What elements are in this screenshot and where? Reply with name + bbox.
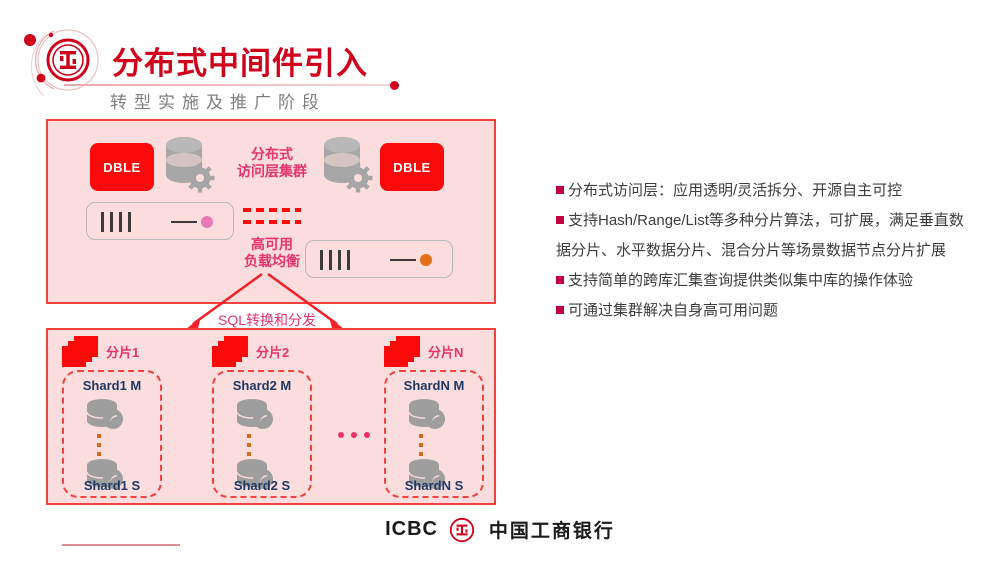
ha-dashed-connector-bottom [243, 220, 301, 224]
shard-slave-label: Shard2 S [233, 478, 291, 493]
shard-master-label: ShardN M [403, 378, 465, 393]
icbc-chinese-name: 中国工商银行 [488, 521, 615, 542]
database-icon-slave [232, 458, 278, 497]
cluster-label-line1: 分布式 [251, 146, 293, 162]
database-icon-master [82, 398, 128, 437]
database-icon-master [404, 398, 450, 437]
stacked-cards-icon [384, 336, 420, 367]
shard-slave-label: ShardN S [404, 478, 464, 493]
bullet-text: 支持Hash/Range/List等多种分片算法，可扩展，满足垂直数据分片、水平… [556, 212, 964, 259]
bullet-item: 可通过集群解决自身高可用问题 [556, 296, 968, 326]
bullet-square-icon [556, 276, 564, 284]
bullet-text: 支持简单的跨库汇集查询提供类似集中库的操作体验 [568, 272, 914, 289]
bullet-text: 分布式访问层：应用透明/灵活拆分、开源自主可控 [568, 182, 903, 199]
rack-led-right [420, 254, 432, 266]
bullet-square-icon [556, 306, 564, 314]
database-icon-master [232, 398, 278, 437]
dble-node-left[interactable]: DBLE [90, 143, 154, 191]
page-subtitle: 转型实施及推广阶段 [110, 93, 326, 112]
database-icon-slave [82, 458, 128, 497]
database-gear-icon-left [160, 136, 218, 201]
ha-label: 高可用 负载均衡 [222, 236, 322, 270]
replication-connector [419, 434, 423, 460]
cluster-label-line2: 访问层集群 [237, 163, 307, 179]
shard-ellipsis [338, 432, 370, 438]
ha-label-line1: 高可用 [251, 236, 293, 252]
server-rack-left[interactable] [86, 202, 234, 240]
page-title: 分布式中间件引入 [112, 46, 368, 81]
shard-group-2[interactable]: 分片2 Shard2 M Shard2 S [212, 336, 312, 498]
rack-line-icon [171, 221, 197, 223]
server-rack-right[interactable] [305, 240, 453, 278]
icbc-emblem-icon [450, 517, 475, 542]
shard-group-1[interactable]: 分片1 Shard1 M Shard1 S [62, 336, 162, 498]
shard-master-label: Shard2 M [232, 378, 292, 393]
sql-flow-label: SQL转换和分发 [218, 312, 317, 328]
rack-bars-icon [101, 212, 131, 232]
header-accent-dot [390, 81, 399, 90]
bullet-square-icon [556, 216, 564, 224]
cluster-label: 分布式 访问层集群 [222, 146, 322, 180]
bullet-square-icon [556, 186, 564, 194]
icbc-wordmark: ICBC [385, 518, 438, 540]
footer-brand: ICBC 中国工商银行 [0, 516, 1000, 546]
dble-node-right[interactable]: DBLE [380, 143, 444, 191]
bullet-text: 可通过集群解决自身高可用问题 [568, 302, 779, 319]
database-gear-icon-right [318, 136, 376, 201]
replication-connector [247, 434, 251, 460]
footer-underline [62, 544, 180, 546]
header-logo-mark [18, 28, 114, 108]
shard-group-label: 分片2 [256, 344, 290, 360]
rack-led-left [201, 216, 213, 228]
shard-slave-label: Shard1 S [83, 478, 141, 493]
icbc-emblem-icon [24, 29, 99, 97]
ha-label-line2: 负载均衡 [244, 253, 300, 269]
database-icon-slave [404, 458, 450, 497]
stacked-cards-icon [212, 336, 248, 367]
bullet-item: 支持简单的跨库汇集查询提供类似集中库的操作体验 [556, 266, 968, 296]
shard-group-n[interactable]: 分片N ShardN M ShardN S [384, 336, 484, 498]
feature-bullet-list: 分布式访问层：应用透明/灵活拆分、开源自主可控 支持Hash/Range/Lis… [556, 176, 968, 326]
rack-line-icon [390, 259, 416, 261]
bullet-item: 分布式访问层：应用透明/灵活拆分、开源自主可控 [556, 176, 968, 206]
ha-dashed-connector-top [243, 208, 301, 212]
replication-connector [97, 434, 101, 460]
stacked-cards-icon [62, 336, 98, 367]
shard-master-label: Shard1 M [82, 378, 142, 393]
shard-group-label: 分片N [428, 344, 464, 360]
header-divider [64, 84, 394, 86]
bullet-item: 支持Hash/Range/List等多种分片算法，可扩展，满足垂直数据分片、水平… [556, 206, 968, 266]
shard-group-label: 分片1 [106, 344, 140, 360]
rack-bars-icon [320, 250, 350, 270]
